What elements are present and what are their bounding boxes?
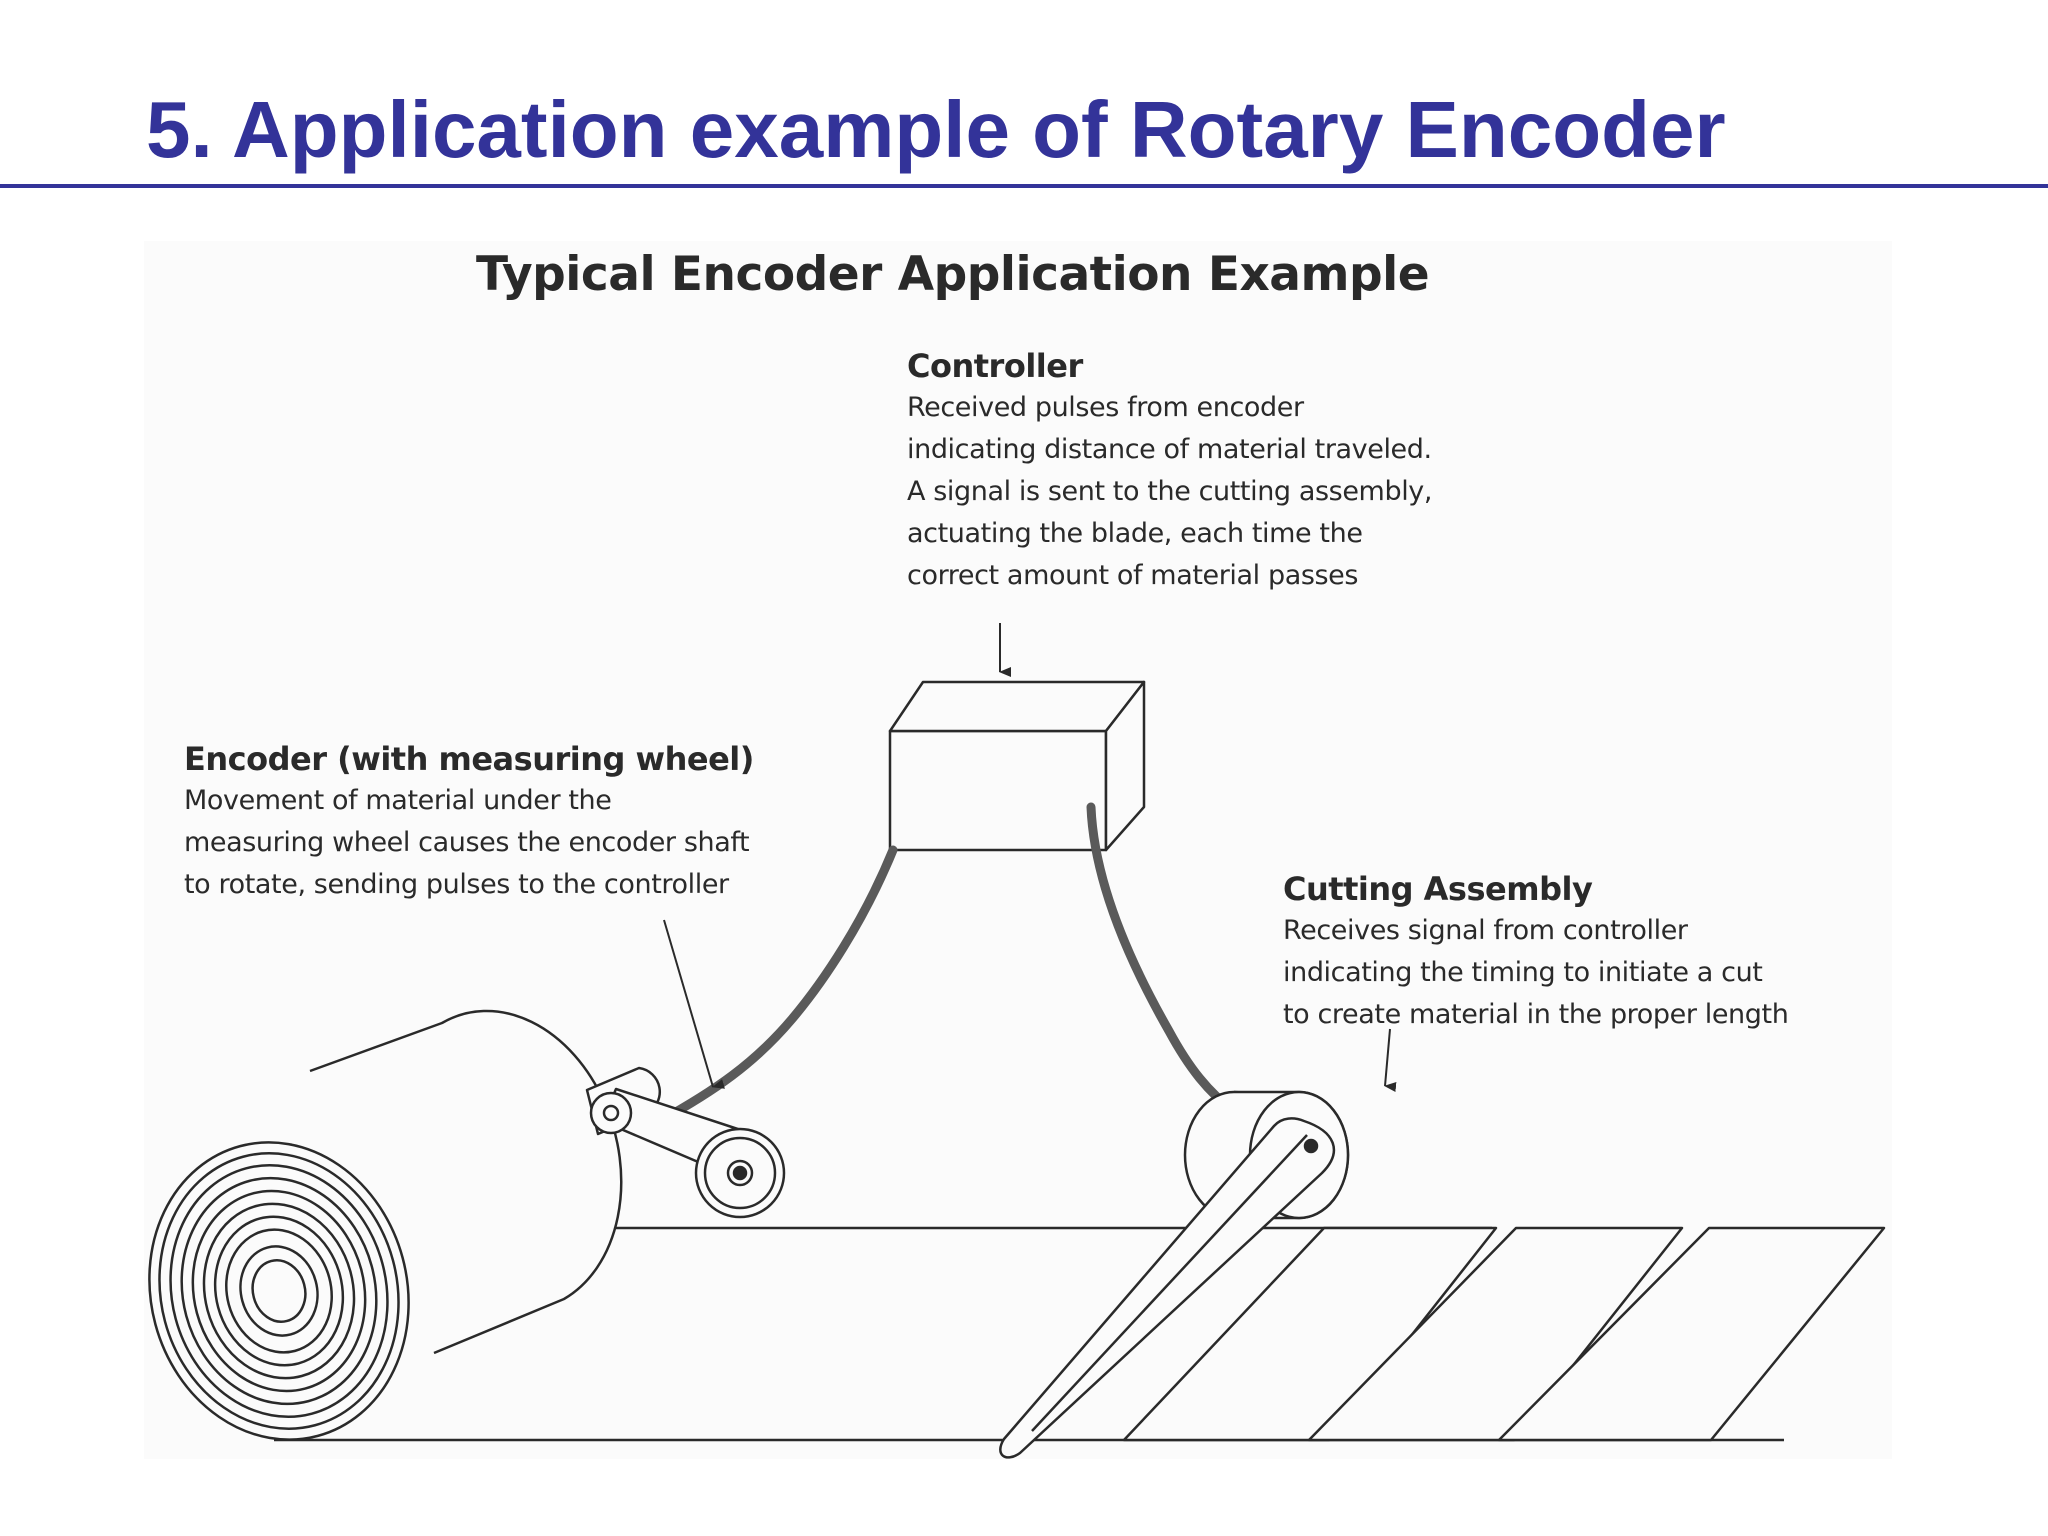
cutting-assembly-line: to create material in the proper length <box>1283 999 1789 1030</box>
material-roll <box>148 1009 623 1441</box>
encoder-line: to rotate, sending pulses to the control… <box>184 869 729 900</box>
cutting-assembly-line: Receives signal from controller <box>1283 915 1688 946</box>
controller-line: Received pulses from encoder <box>907 392 1304 423</box>
encoder-callout: Encoder (with measuring wheel) Movement … <box>184 738 754 906</box>
encoder-application-figure: Typical Encoder Application Example <box>144 241 1892 1459</box>
leader-arrows <box>663 623 1397 1092</box>
cutting-assembly-line: indicating the timing to initiate a cut <box>1283 957 1763 988</box>
encoder-line: Movement of material under the <box>184 785 612 816</box>
controller-cables <box>655 802 1239 1126</box>
controller-callout: Controller Received pulses from encoder … <box>907 345 1432 597</box>
cut-pieces <box>1122 1226 1886 1442</box>
encoder-assembly <box>585 1066 786 1219</box>
controller-line: actuating the blade, each time the <box>907 518 1363 549</box>
encoder-line: measuring wheel causes the encoder shaft <box>184 827 750 858</box>
figure-title: Typical Encoder Application Example <box>476 247 1430 302</box>
machine-illustration <box>148 623 1886 1459</box>
controller-line: A signal is sent to the cutting assembly… <box>907 476 1433 507</box>
slide-title: 5. Application example of Rotary Encoder <box>146 85 1726 174</box>
controller-heading: Controller <box>907 347 1083 385</box>
controller-line: correct amount of material passes <box>907 560 1359 591</box>
controller-box <box>888 680 1146 852</box>
cutting-assembly-heading: Cutting Assembly <box>1283 870 1593 908</box>
encoder-heading: Encoder (with measuring wheel) <box>184 740 754 778</box>
cutting-assembly-callout: Cutting Assembly Receives signal from co… <box>1283 868 1789 1036</box>
title-underline <box>0 184 2048 188</box>
controller-line: indicating distance of material traveled… <box>907 434 1432 465</box>
cutting-assembly <box>999 1090 1350 1459</box>
